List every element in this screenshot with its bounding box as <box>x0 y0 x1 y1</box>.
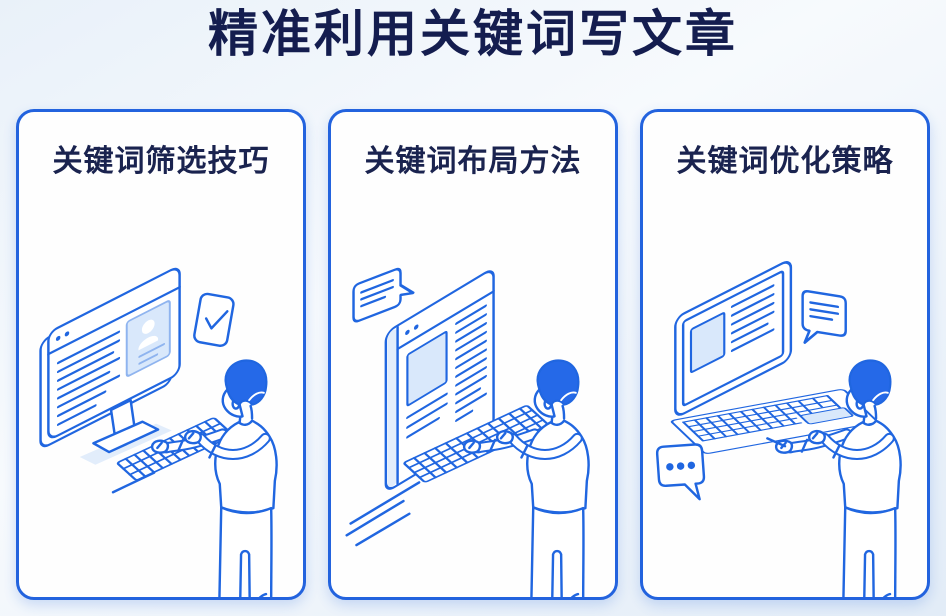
trackpad-icon <box>799 407 854 425</box>
card-keyword-layout: 关键词布局方法 <box>328 109 618 600</box>
card-title: 关键词优化策略 <box>676 145 894 178</box>
laptop-screen-icon <box>674 261 793 416</box>
speech-bubble-lines-icon <box>352 267 415 323</box>
card-title: 关键词筛选技巧 <box>52 145 270 178</box>
speech-bubble-dots-icon <box>655 443 706 501</box>
checkmark-badge-icon <box>193 292 235 347</box>
laptop-worker-illustration <box>655 261 927 597</box>
card-row: 关键词筛选技巧 <box>0 109 946 600</box>
card-title: 关键词布局方法 <box>364 145 582 178</box>
person-typing <box>152 360 276 597</box>
profile-card-icon <box>125 300 171 377</box>
desktop-worker-illustration <box>39 267 303 597</box>
page-title: 精准利用关键词写文章 <box>208 6 738 62</box>
card-keyword-screening: 关键词筛选技巧 <box>16 109 306 600</box>
monitor-icon <box>39 267 181 448</box>
browser-worker-illustration <box>345 267 615 597</box>
card-keyword-optimization: 关键词优化策略 <box>640 109 930 600</box>
pen-icon <box>766 437 787 448</box>
speech-bubble-lines-icon <box>801 290 847 344</box>
